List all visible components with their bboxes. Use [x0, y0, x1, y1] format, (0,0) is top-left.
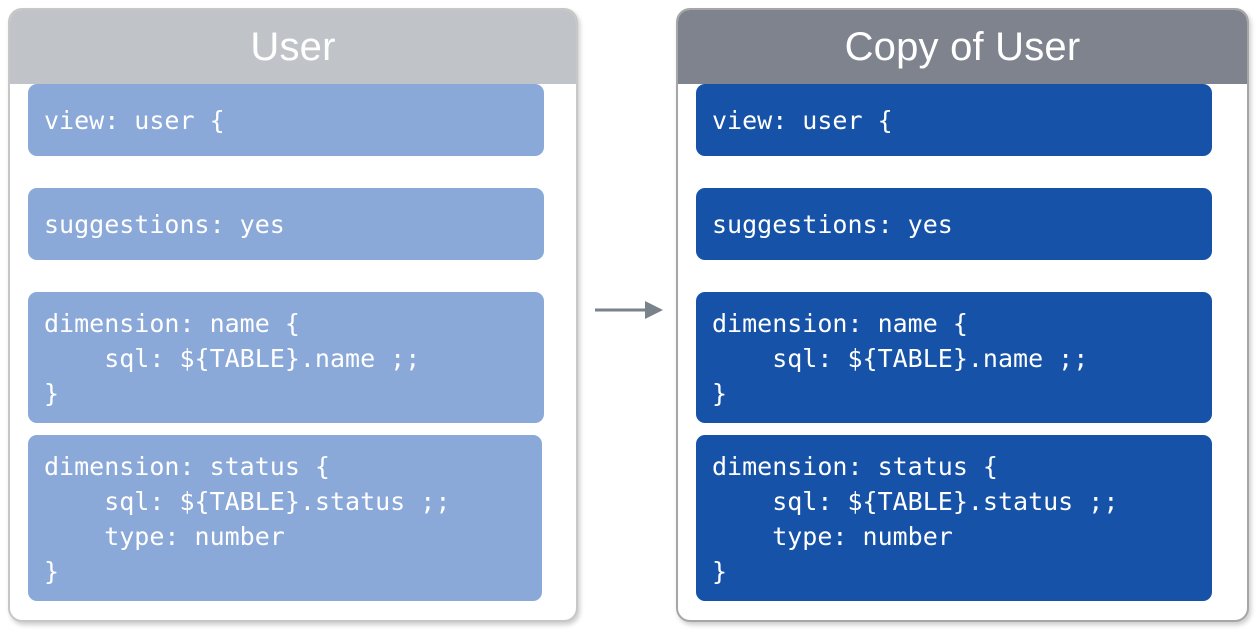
- panel-source-body: view: user { suggestions: yes dimension:…: [10, 84, 576, 620]
- code-block-view: view: user {: [28, 84, 544, 156]
- code-block-dimension-status: dimension: status { sql: ${TABLE}.status…: [28, 435, 542, 601]
- panel-source-title: User: [10, 10, 576, 84]
- code-block-suggestions: suggestions: yes: [28, 188, 544, 260]
- panel-copy-body: view: user { suggestions: yes dimension:…: [678, 84, 1247, 620]
- code-block-dimension-name: dimension: name { sql: ${TABLE}.name ;; …: [696, 292, 1212, 423]
- right-arrow-icon: [595, 301, 663, 319]
- panel-copy-of-user: Copy of User view: user { suggestions: y…: [676, 8, 1249, 622]
- panel-copy-title: Copy of User: [678, 10, 1247, 84]
- code-block-view: view: user {: [696, 84, 1212, 156]
- code-block-dimension-status: dimension: status { sql: ${TABLE}.status…: [696, 435, 1212, 601]
- code-block-suggestions: suggestions: yes: [696, 188, 1212, 260]
- panel-source-user: User view: user { suggestions: yes dimen…: [8, 8, 578, 622]
- code-block-dimension-name: dimension: name { sql: ${TABLE}.name ;; …: [28, 292, 544, 423]
